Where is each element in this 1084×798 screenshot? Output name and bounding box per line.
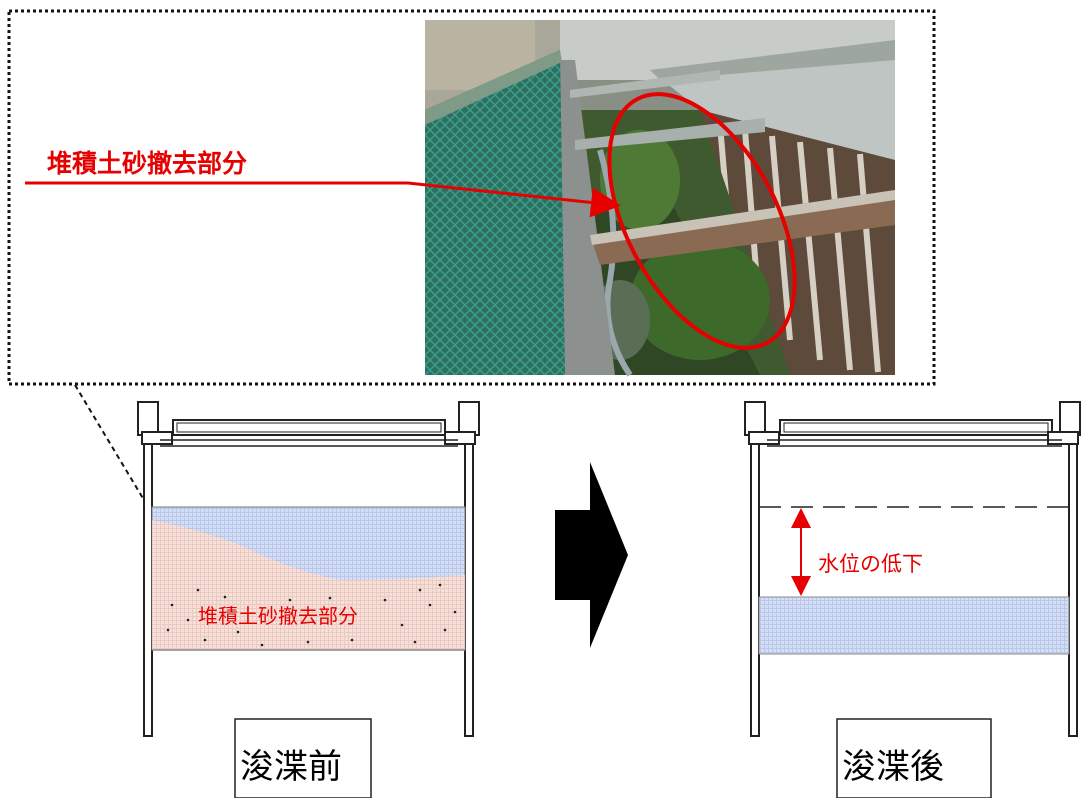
before-caption: 浚渫前 bbox=[240, 747, 342, 787]
channel-photo bbox=[425, 20, 895, 377]
callout-frame bbox=[7, 9, 936, 386]
after-caption-box bbox=[836, 718, 992, 798]
callout-arrow bbox=[25, 181, 621, 218]
sediment-label: 堆積土砂撤去部分 bbox=[198, 604, 358, 628]
after-diagram bbox=[744, 401, 1081, 737]
lowered-water bbox=[758, 596, 1070, 655]
sediment-area bbox=[152, 520, 465, 650]
process-arrow bbox=[555, 462, 628, 648]
highlight-ellipse bbox=[607, 92, 797, 350]
water-drop-label: 水位の低下 bbox=[818, 552, 923, 576]
before-diagram bbox=[137, 401, 480, 737]
after-caption: 浚渫後 bbox=[842, 747, 944, 787]
before-caption-box bbox=[234, 718, 372, 798]
photo-callout-label: 堆積土砂撤去部分 bbox=[47, 149, 248, 178]
